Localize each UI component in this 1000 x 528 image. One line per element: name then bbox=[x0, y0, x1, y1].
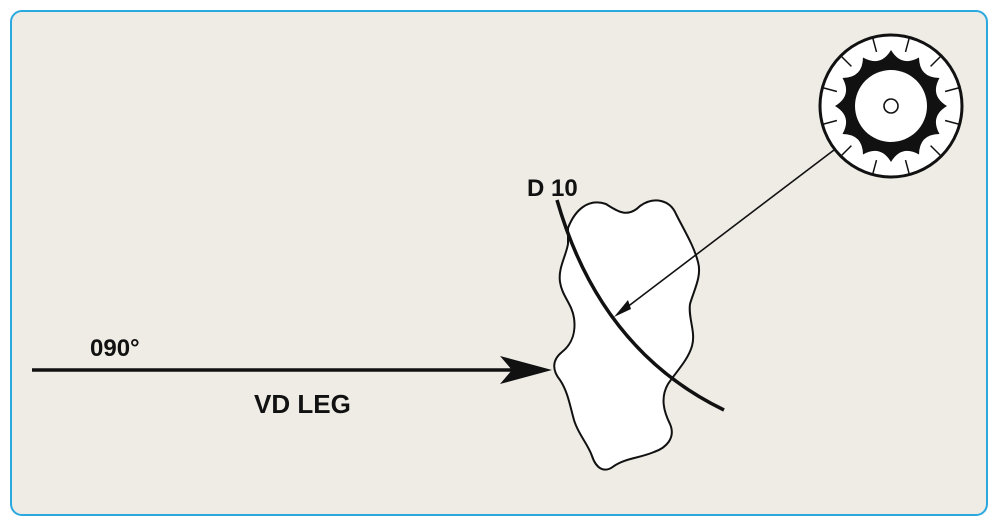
radial-arrowhead bbox=[614, 300, 631, 317]
compass-tick bbox=[944, 119, 959, 125]
course-arrowhead bbox=[500, 356, 552, 384]
compass-tick bbox=[930, 145, 942, 157]
radial-line bbox=[621, 149, 835, 312]
compass-tick bbox=[904, 159, 910, 174]
compass-tick bbox=[944, 87, 959, 93]
compass-tick bbox=[930, 55, 942, 67]
compass-tick bbox=[823, 119, 838, 125]
compass-tick bbox=[872, 38, 878, 53]
dme-fix-label: D 10 bbox=[527, 175, 578, 202]
course-label: 090° bbox=[90, 335, 140, 362]
leg-type-label: VD LEG bbox=[254, 389, 351, 419]
compass-tick bbox=[904, 38, 910, 53]
compass-tick bbox=[840, 55, 852, 67]
vor-dme-compass-rose-icon bbox=[818, 33, 964, 179]
compass-tick bbox=[872, 159, 878, 174]
compass-tick bbox=[840, 145, 852, 157]
dme-arc bbox=[555, 199, 725, 412]
compass-tick bbox=[823, 87, 838, 93]
